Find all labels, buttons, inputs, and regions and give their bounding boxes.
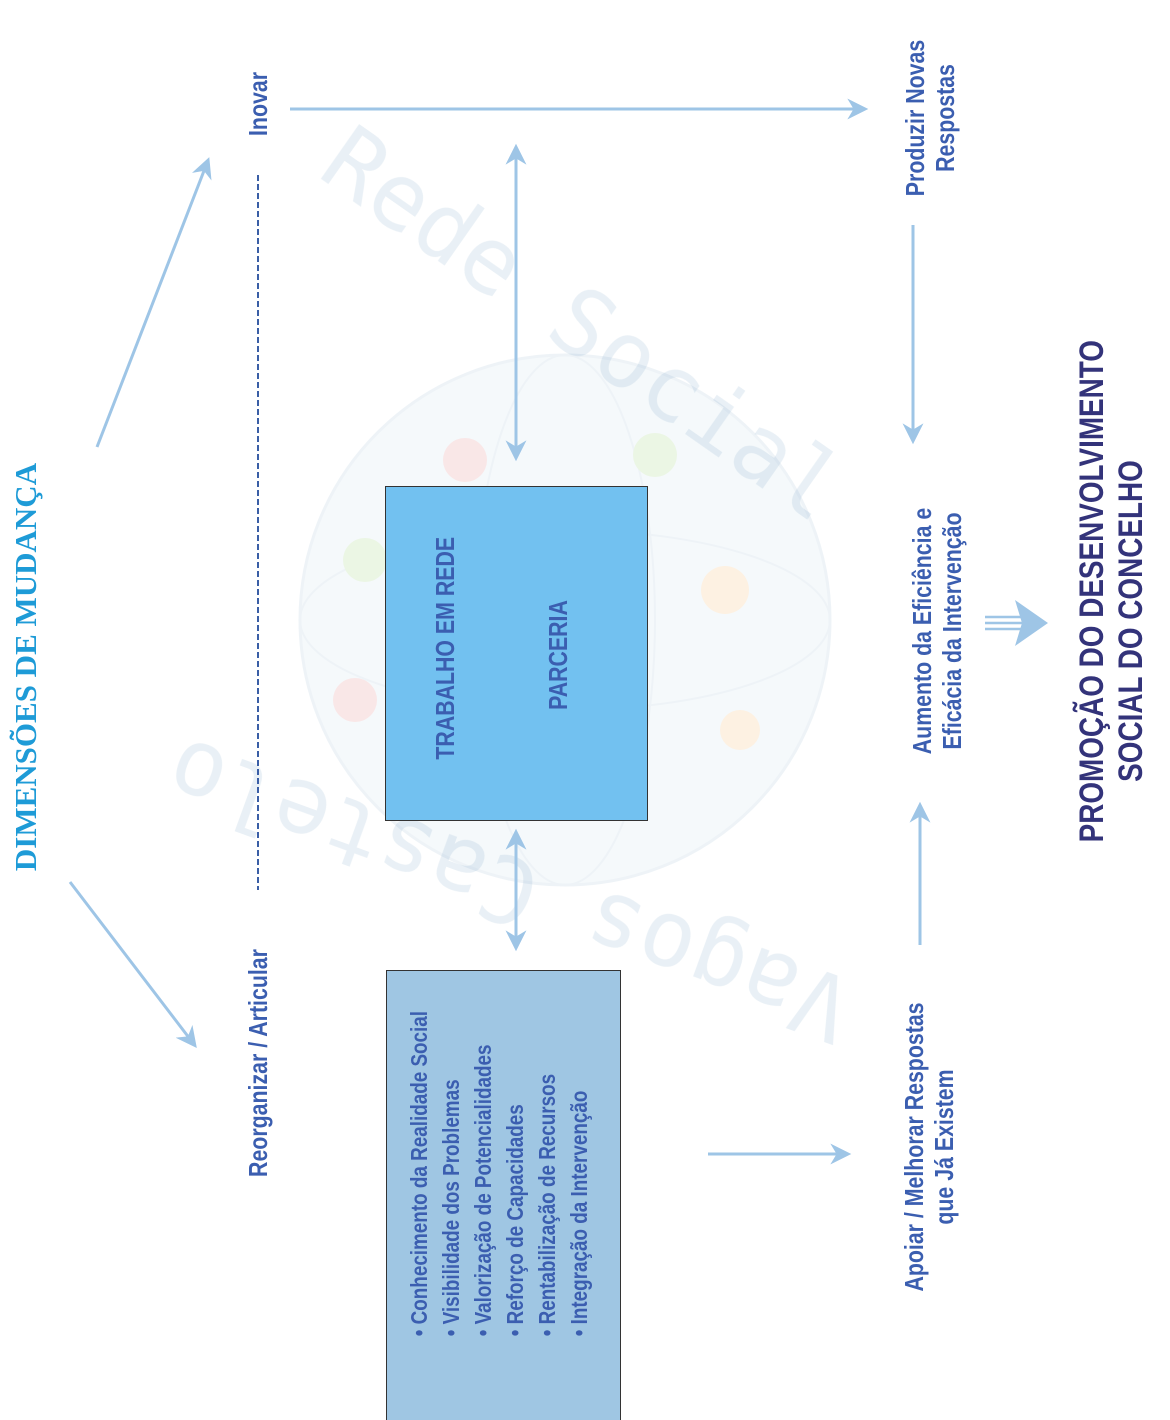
watermark-figure-orange — [701, 566, 749, 614]
central-box-line2: PARCERIA — [543, 600, 573, 710]
arrow-to-reorganizar — [68, 881, 197, 1049]
watermark-figure-red2 — [333, 678, 377, 722]
list-item: • Reforço de Capacidades — [502, 1104, 528, 1337]
watermark-figure-green2 — [343, 538, 387, 582]
list-box — [386, 970, 621, 1420]
list-item: • Integração da Intervenção — [566, 1090, 592, 1337]
label-apoiar-line1: Apoiar / Melhorar Respostas — [899, 1002, 929, 1292]
label-aumento: Aumento da Eficiência e Eficácia da Inte… — [907, 479, 978, 782]
label-apoiar: Apoiar / Melhorar Respostas que Já Exist… — [899, 987, 970, 1307]
label-aumento-line2: Eficácia da Intervenção — [936, 512, 967, 750]
label-produzir: Produzir Novas Respostas — [900, 32, 969, 204]
label-apoiar-line2: que Já Existem — [928, 1069, 959, 1225]
watermark-figure-green — [633, 433, 677, 477]
promo-line1: PROMOÇÃO DO DESENVOLVIMENTO — [1073, 339, 1111, 843]
double-arrow-to-promo — [985, 600, 1048, 646]
arrow-to-inovar — [95, 157, 212, 448]
watermark-figure-orange2 — [720, 710, 760, 750]
promo-text: PROMOÇÃO DO DESENVOLVIMENTO SOCIAL DO CO… — [1073, 339, 1159, 843]
label-reorganizar: Reorganizar / Articular — [243, 949, 273, 1177]
central-box-line1: TRABALHO EM REDE — [430, 536, 460, 760]
list-box-content: • Conhecimento da Realidade Social • Vis… — [403, 992, 599, 1336]
diagram-title: DIMENSÕES DE MUDANÇA — [8, 462, 43, 872]
list-item: • Conhecimento da Realidade Social — [406, 1010, 432, 1337]
label-produzir-line2: Respostas — [929, 64, 960, 172]
label-inovar: Inovar — [243, 72, 273, 136]
watermark-figure-red — [443, 438, 487, 482]
list-item: • Visibilidade dos Problemas — [438, 1079, 464, 1337]
label-produzir-line1: Produzir Novas — [900, 39, 930, 197]
list-item: • Valorização de Potencialidades — [470, 1044, 496, 1337]
list-item: • Rentabilização de Recursos — [534, 1073, 560, 1337]
label-aumento-line1: Aumento da Eficiência e — [907, 507, 937, 755]
promo-line2: SOCIAL DO CONCELHO — [1112, 460, 1151, 782]
central-box — [385, 486, 648, 821]
